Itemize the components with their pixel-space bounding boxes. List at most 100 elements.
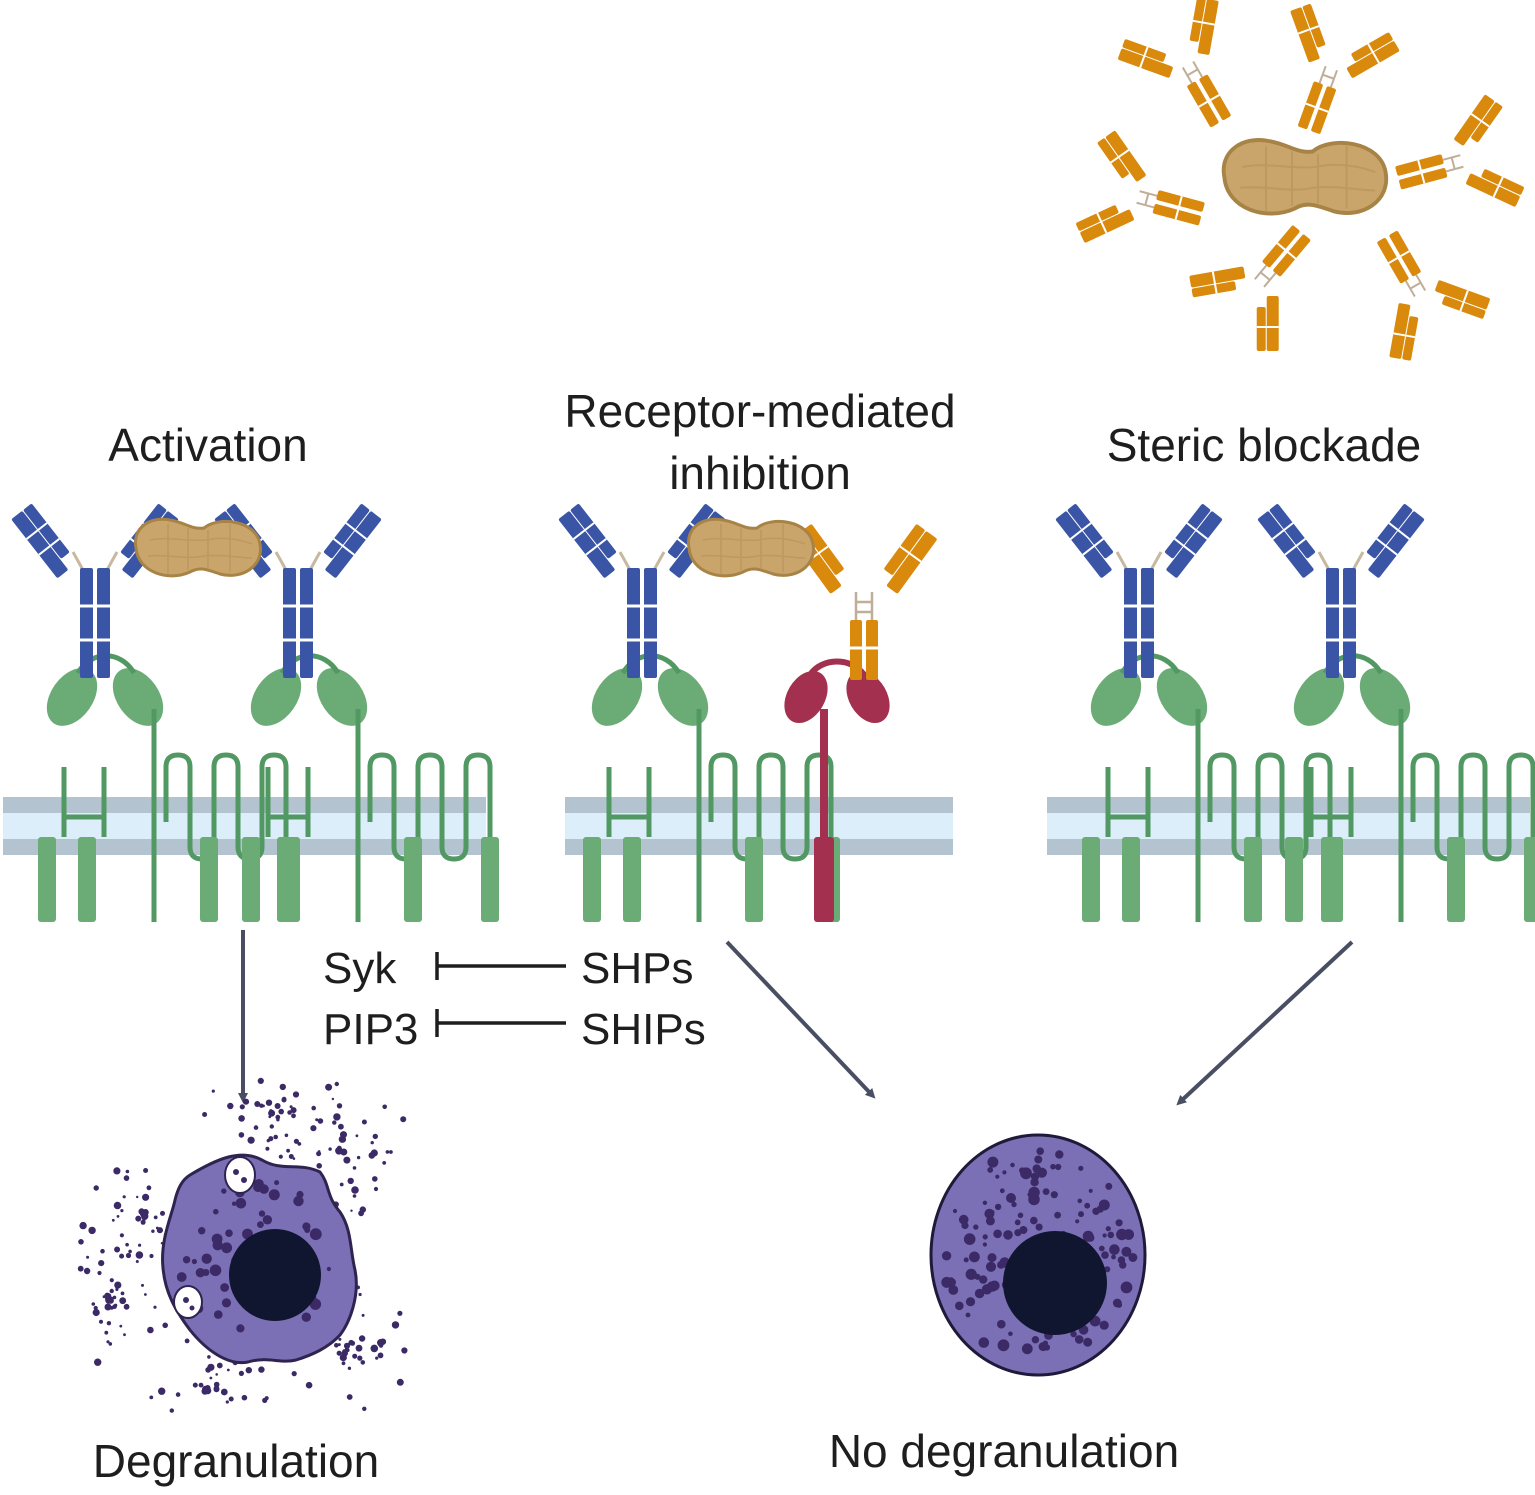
released-granule xyxy=(104,1303,112,1311)
released-granule xyxy=(125,1252,132,1259)
granule xyxy=(176,1272,187,1282)
released-granule xyxy=(254,1101,261,1107)
degranulating-mast-cell-icon xyxy=(77,1077,408,1413)
released-granule xyxy=(135,1215,142,1222)
released-granule xyxy=(373,1186,379,1192)
released-granule xyxy=(94,1358,102,1366)
released-granule xyxy=(92,1308,100,1317)
released-granule xyxy=(123,1175,130,1181)
released-granule xyxy=(352,1353,358,1359)
granule xyxy=(1082,1230,1094,1242)
released-granule xyxy=(340,1131,347,1139)
label-pip3: PIP3 xyxy=(323,1005,419,1054)
granule xyxy=(965,1268,977,1280)
released-granule xyxy=(316,1163,323,1169)
granule xyxy=(1078,1165,1084,1171)
released-granule xyxy=(122,1195,126,1199)
released-granule xyxy=(293,1138,299,1144)
released-granule xyxy=(138,1243,142,1247)
released-granule xyxy=(135,1251,144,1259)
granule xyxy=(221,1298,232,1308)
granule xyxy=(214,1310,223,1319)
label-ships: SHIPs xyxy=(581,1005,706,1054)
released-granule xyxy=(382,1104,388,1110)
released-granule xyxy=(292,1091,300,1098)
released-granule xyxy=(151,1229,155,1233)
released-granule xyxy=(350,1209,353,1212)
granule xyxy=(987,1167,994,1173)
ige-antibody-icon xyxy=(1053,501,1225,680)
granule xyxy=(216,1240,222,1246)
released-granule xyxy=(86,1255,90,1259)
granule xyxy=(963,1233,976,1245)
released-granule xyxy=(112,1304,117,1309)
granule xyxy=(1035,1223,1043,1231)
released-granule xyxy=(211,1089,215,1093)
granule xyxy=(235,1198,247,1209)
granule xyxy=(965,1297,976,1307)
released-granule xyxy=(346,1394,353,1400)
granule xyxy=(952,1208,958,1214)
released-granule xyxy=(99,1319,103,1324)
released-granule xyxy=(315,1118,319,1122)
granule xyxy=(198,1227,206,1235)
released-granule xyxy=(169,1408,174,1413)
released-granule xyxy=(244,1396,248,1400)
granule xyxy=(963,1257,969,1263)
granule xyxy=(258,1210,266,1217)
granule xyxy=(1101,1251,1109,1259)
released-granule xyxy=(245,1367,252,1374)
released-granule xyxy=(146,1185,152,1191)
granule xyxy=(987,1156,999,1168)
released-granule xyxy=(292,1157,296,1160)
released-granule xyxy=(253,1125,259,1130)
released-granule xyxy=(78,1239,84,1245)
released-granule xyxy=(332,1120,337,1125)
granule xyxy=(195,1268,206,1278)
released-granule xyxy=(360,1360,366,1365)
released-granule xyxy=(88,1226,96,1235)
released-granule xyxy=(372,1176,378,1182)
granule xyxy=(1050,1191,1058,1199)
released-granule xyxy=(116,1215,120,1218)
granule xyxy=(231,1201,237,1206)
granule xyxy=(301,1312,311,1322)
released-granule xyxy=(338,1337,342,1341)
released-granule xyxy=(291,1371,297,1377)
released-granule xyxy=(375,1356,379,1360)
granule xyxy=(1014,1229,1022,1237)
granule xyxy=(1038,1342,1048,1352)
released-granule xyxy=(109,1278,114,1283)
released-granule xyxy=(213,1381,220,1388)
released-granule xyxy=(135,1260,139,1263)
granule xyxy=(1014,1219,1021,1226)
granule xyxy=(221,1242,233,1254)
released-granule xyxy=(305,1381,313,1389)
released-granule xyxy=(269,1124,274,1129)
granule xyxy=(978,1337,990,1348)
granule xyxy=(221,1188,227,1194)
released-granule xyxy=(397,1310,403,1316)
inhibition-symbol-pip3 xyxy=(435,1009,566,1037)
granule xyxy=(1115,1219,1123,1227)
granule xyxy=(1036,1147,1044,1155)
released-granule xyxy=(119,1324,123,1328)
released-granule xyxy=(98,1260,105,1267)
granule xyxy=(1128,1253,1138,1262)
granule xyxy=(985,1216,995,1226)
granule xyxy=(965,1312,971,1318)
outcome-degranulation: Degranulation xyxy=(92,1435,380,1487)
granule xyxy=(1105,1226,1111,1232)
released-granule xyxy=(142,1193,150,1201)
granule xyxy=(1050,1163,1056,1170)
granule xyxy=(979,1275,988,1284)
released-granule xyxy=(104,1330,109,1335)
granule xyxy=(1042,1188,1050,1195)
granule xyxy=(326,1266,331,1272)
released-granule xyxy=(160,1210,165,1216)
granule xyxy=(948,1285,959,1295)
released-granule xyxy=(274,1103,281,1109)
panel-title-steric-blockade: Steric blockade xyxy=(1106,419,1422,471)
released-granule xyxy=(339,1182,344,1187)
granule xyxy=(1107,1231,1115,1239)
